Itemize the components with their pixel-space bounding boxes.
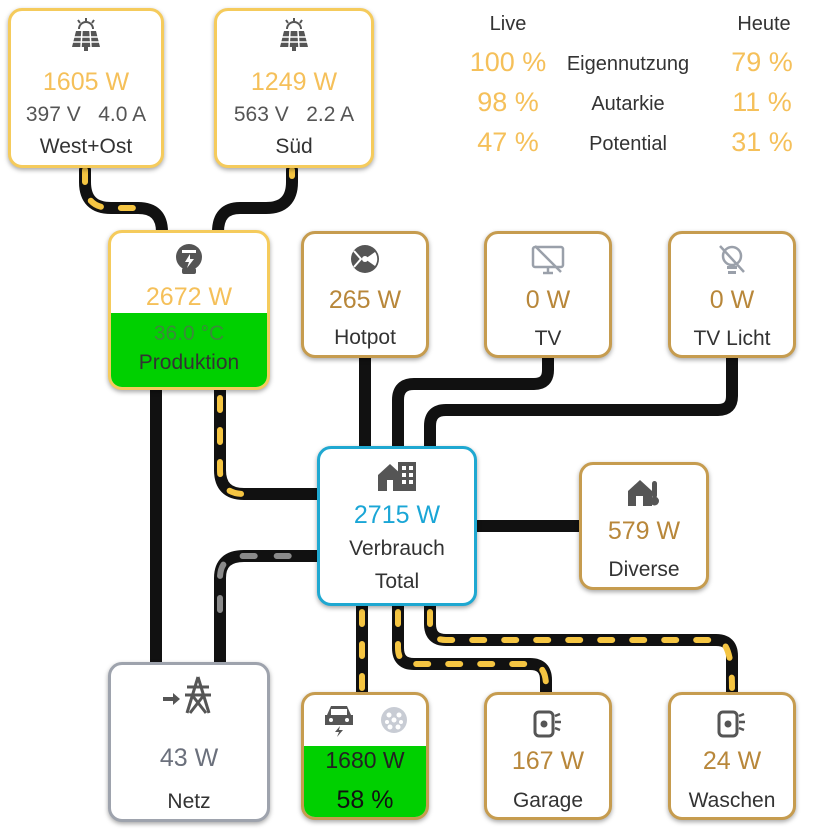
- power-pylon-icon: [111, 675, 267, 715]
- hotpot-card[interactable]: 265 W Hotpot: [301, 231, 429, 358]
- house-building-icon: [320, 461, 474, 491]
- tvlicht-power-value: 0 W: [709, 286, 755, 314]
- solar-panel-icon: [217, 17, 371, 53]
- waschen-power-value: 24 W: [702, 747, 762, 775]
- flow-grid-to-consumption: [214, 550, 324, 670]
- house-thermometer-icon: [582, 477, 706, 507]
- stat-today-potential: 31 %: [731, 127, 793, 157]
- inverter-temperature: 36.0 °C: [153, 322, 225, 345]
- flow-waschen: [424, 599, 738, 700]
- solar-voltage-current: 397 V 4.0 A: [11, 103, 161, 127]
- inverter-card[interactable]: 2672 W 36.0 °C Produktion: [108, 230, 270, 390]
- solar-label: West+Ost: [39, 135, 133, 158]
- garage-power-value: 167 W: [511, 747, 585, 775]
- grid-power-value: 43 W: [159, 744, 219, 772]
- stat-live-eigennutzung: 100 %: [469, 47, 547, 77]
- grid-label: Netz: [167, 790, 211, 813]
- car-power-value: 1680 W: [325, 747, 405, 773]
- inverter-level-fill: [111, 313, 267, 387]
- flow-tv: [392, 352, 554, 454]
- smart-plug-icon: [671, 709, 793, 739]
- diverse-card[interactable]: 579 W Diverse: [579, 462, 709, 590]
- garage-card[interactable]: 167 W Garage: [484, 692, 612, 820]
- stat-today-eigennutzung: 79 %: [731, 47, 793, 77]
- stats-live-header: Live: [489, 13, 527, 35]
- smart-plug-icon: [487, 709, 609, 739]
- tvlicht-label: TV Licht: [693, 327, 771, 350]
- tv-card[interactable]: 0 W TV: [484, 231, 612, 358]
- hotpot-icon: [304, 243, 426, 275]
- grid-card[interactable]: 43 W Netz: [108, 662, 270, 822]
- flow-inverter-to-consumption: [214, 384, 324, 500]
- inverter-power-value: 2672 W: [145, 283, 233, 311]
- ev-plug-icon: [378, 705, 410, 740]
- waschen-card[interactable]: 24 W Waschen: [668, 692, 796, 820]
- light-bulb-off-icon: [671, 244, 793, 276]
- hotpot-label: Hotpot: [334, 326, 396, 349]
- solar-card-west-ost[interactable]: 1605 W 397 V 4.0 A West+Ost: [8, 8, 164, 168]
- stat-label-autarkie: Autarkie: [591, 93, 665, 115]
- car-battery-level-fill: [304, 746, 426, 817]
- solar-current: 2.2 A: [306, 103, 355, 126]
- flow-tvlicht: [424, 352, 738, 454]
- stat-label-potential: Potential: [589, 133, 667, 155]
- tv-label: TV: [534, 327, 562, 350]
- stats-today-header: Heute: [737, 13, 791, 35]
- inverter-label: Produktion: [138, 351, 240, 374]
- consumption-sublabel: Total: [374, 570, 420, 593]
- inverter-icon: [111, 243, 267, 275]
- solar-panel-icon: [11, 17, 161, 53]
- diverse-label: Diverse: [608, 558, 680, 581]
- solar-power-value: 1605 W: [42, 68, 130, 96]
- stat-live-potential: 47 %: [477, 127, 539, 157]
- solar-voltage: 563 V: [233, 103, 289, 126]
- flow-sued-to-inverter: [212, 164, 298, 240]
- solar-power-value: 1249 W: [250, 68, 338, 96]
- consumption-card[interactable]: 2715 W Verbrauch Total: [317, 446, 477, 606]
- waschen-label: Waschen: [688, 789, 776, 812]
- consumption-label: Verbrauch: [349, 537, 445, 560]
- solar-voltage-current: 563 V 2.2 A: [217, 103, 371, 127]
- hotpot-power-value: 265 W: [328, 286, 402, 314]
- tvlicht-card[interactable]: 0 W TV Licht: [668, 231, 796, 358]
- consumption-power-value: 2715 W: [353, 501, 441, 529]
- stat-today-autarkie: 11 %: [732, 87, 792, 117]
- car-card[interactable]: 1680 W 58 %: [301, 692, 429, 820]
- solar-voltage: 397 V: [25, 103, 81, 126]
- tv-power-value: 0 W: [525, 286, 571, 314]
- tv-off-icon: [487, 244, 609, 276]
- stat-live-autarkie: 98 %: [477, 87, 539, 117]
- stat-label-eigennutzung: Eigennutzung: [566, 53, 690, 75]
- diverse-power-value: 579 W: [607, 517, 681, 545]
- garage-label: Garage: [512, 789, 584, 812]
- solar-label: Süd: [275, 135, 313, 158]
- car-soc-value: 58 %: [336, 786, 394, 814]
- flow-garage: [392, 599, 552, 700]
- car-charging-icon: [322, 703, 356, 742]
- solar-current: 4.0 A: [98, 103, 147, 126]
- solar-card-sued[interactable]: 1249 W 563 V 2.2 A Süd: [214, 8, 374, 168]
